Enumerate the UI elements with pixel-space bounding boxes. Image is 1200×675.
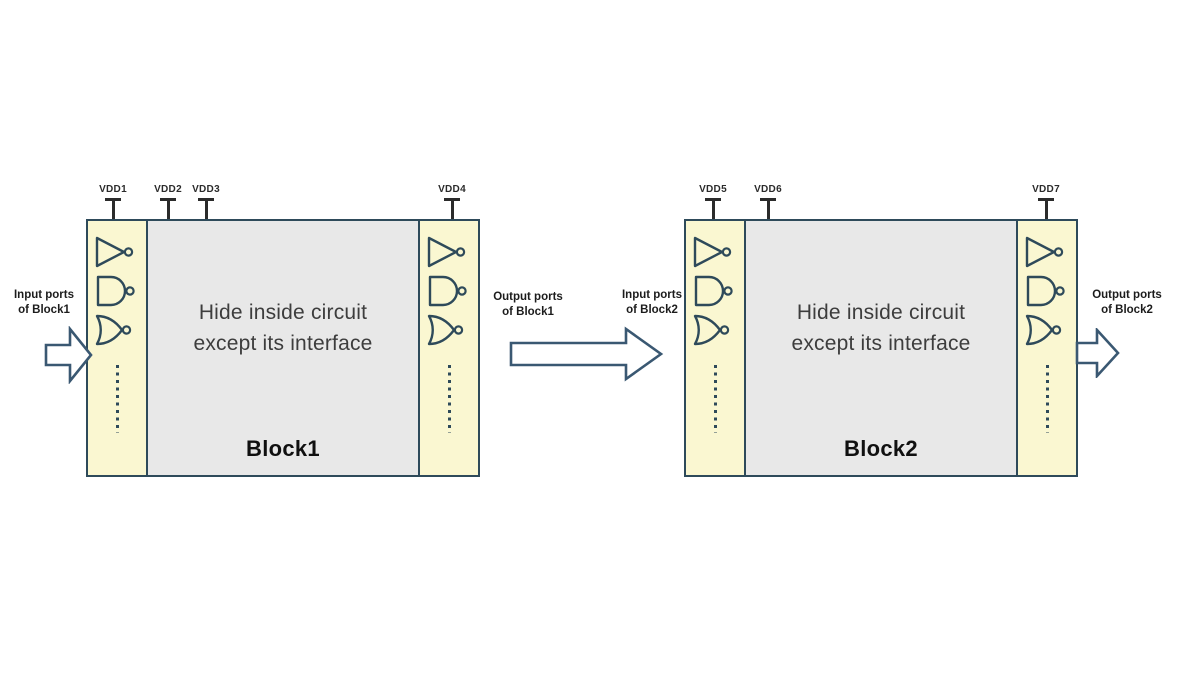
block1-output-ports-label: Output ports of Block1 xyxy=(484,290,572,320)
vdd5-power-pin: VDD5 xyxy=(691,184,735,219)
vdd5-label: VDD5 xyxy=(699,184,727,195)
label-line: Output ports xyxy=(493,291,563,303)
nor-gate-icon xyxy=(1025,314,1062,346)
vdd7-label: VDD7 xyxy=(1032,184,1060,195)
hidden-circuit-note: Hide inside circuit except its interface xyxy=(148,297,418,359)
more-ports-ellipsis xyxy=(713,365,717,433)
hidden-circuit-note: Hide inside circuit except its interface xyxy=(746,297,1016,359)
nand-gate-icon xyxy=(96,275,135,307)
block1-input-arrow-icon xyxy=(44,326,93,384)
power-pin-bar-icon xyxy=(198,198,214,201)
block2-output-port-strip xyxy=(1016,221,1076,475)
power-pin-bar-icon xyxy=(105,198,121,201)
power-pin-bar-icon xyxy=(444,198,460,201)
block1-container: Hide inside circuit except its interface… xyxy=(86,219,480,477)
nand-gate-icon xyxy=(694,275,733,307)
nor-gate-icon xyxy=(95,314,132,346)
hidden-circuit-note-line1: Hide inside circuit xyxy=(796,301,966,324)
vdd6-power-pin: VDD6 xyxy=(746,184,790,219)
more-ports-ellipsis xyxy=(1045,365,1049,433)
hidden-circuit-note-line2: except its interface xyxy=(193,332,373,355)
block2-input-ports-label: Input ports of Block2 xyxy=(608,288,696,318)
block1-title: Block1 xyxy=(246,436,320,461)
label-line: Input ports xyxy=(621,289,683,301)
hidden-circuit-note-line1: Hide inside circuit xyxy=(198,301,368,324)
label-line: of Block2 xyxy=(626,304,678,316)
block1-hidden-circuit-area: Hide inside circuit except its interface… xyxy=(148,221,418,475)
block1-output-port-strip xyxy=(418,221,478,475)
block2-container: Hide inside circuit except its interface… xyxy=(684,219,1078,477)
inverter-gate-icon xyxy=(693,236,732,268)
nor-gate-icon xyxy=(427,314,464,346)
label-line: of Block2 xyxy=(1101,304,1153,316)
power-pin-bar-icon xyxy=(1038,198,1054,201)
power-pin-stem-icon xyxy=(711,201,715,219)
inverter-gate-icon xyxy=(427,236,466,268)
nand-gate-icon xyxy=(428,275,467,307)
power-pin-bar-icon xyxy=(160,198,176,201)
power-pin-stem-icon xyxy=(204,201,208,219)
block2-title: Block2 xyxy=(844,436,918,461)
more-ports-ellipsis xyxy=(447,365,451,433)
power-pin-stem-icon xyxy=(766,201,770,219)
label-line: of Block1 xyxy=(18,304,70,316)
label-line: of Block1 xyxy=(502,306,554,318)
vdd3-power-pin: VDD3 xyxy=(184,184,228,219)
vdd3-label: VDD3 xyxy=(192,184,220,195)
label-line: Output ports xyxy=(1092,289,1162,301)
block2-output-ports-label: Output ports of Block2 xyxy=(1082,288,1172,318)
block1-input-ports-label: Input ports of Block1 xyxy=(2,288,86,318)
vdd2-label: VDD2 xyxy=(154,184,182,195)
vdd7-power-pin: VDD7 xyxy=(1024,184,1068,219)
power-pin-stem-icon xyxy=(111,201,115,219)
vdd1-label: VDD1 xyxy=(99,184,127,195)
vdd4-label: VDD4 xyxy=(438,184,466,195)
block2-output-arrow-icon xyxy=(1075,328,1120,378)
vdd1-power-pin: VDD1 xyxy=(91,184,135,219)
label-line: Input ports xyxy=(13,289,75,301)
vdd6-label: VDD6 xyxy=(754,184,782,195)
inverter-gate-icon xyxy=(95,236,134,268)
nor-gate-icon xyxy=(693,314,730,346)
hidden-circuit-note-line2: except its interface xyxy=(791,332,971,355)
power-pin-stem-icon xyxy=(450,201,454,219)
nand-gate-icon xyxy=(1026,275,1065,307)
vdd4-power-pin: VDD4 xyxy=(430,184,474,219)
block2-input-port-strip xyxy=(686,221,746,475)
block1-input-port-strip xyxy=(88,221,148,475)
power-pin-bar-icon xyxy=(760,198,776,201)
block1-to-block2-flow-arrow-icon xyxy=(509,326,664,382)
more-ports-ellipsis xyxy=(115,365,119,433)
inverter-gate-icon xyxy=(1025,236,1064,268)
power-pin-stem-icon xyxy=(1044,201,1048,219)
power-pin-stem-icon xyxy=(166,201,170,219)
vdd2-power-pin: VDD2 xyxy=(146,184,190,219)
block2-hidden-circuit-area: Hide inside circuit except its interface… xyxy=(746,221,1016,475)
power-pin-bar-icon xyxy=(705,198,721,201)
